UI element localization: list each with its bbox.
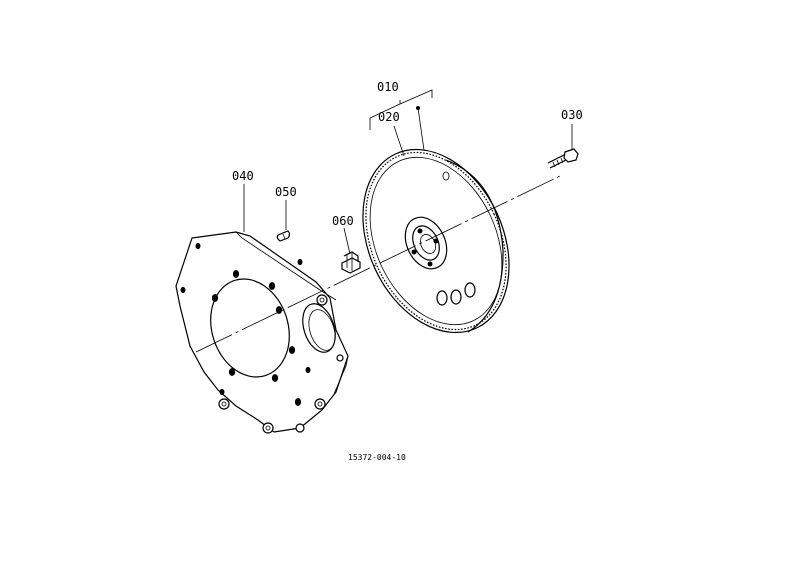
callout-030: 030: [561, 108, 583, 122]
callout-labels: 010 020 030 040 050 060: [232, 80, 583, 228]
assembly-axis: [195, 175, 561, 353]
dowel-pin: [276, 230, 291, 242]
flywheel-bolt: [547, 148, 579, 169]
callout-020: 020: [378, 110, 400, 124]
callout-060: 060: [332, 214, 354, 228]
callout-010: 010: [377, 80, 399, 94]
callout-050: 050: [275, 185, 297, 199]
callout-040: 040: [232, 169, 254, 183]
drawing-id: 15372-004-10: [348, 453, 406, 462]
housing-plate: [175, 231, 349, 434]
plate-bolt: [341, 251, 361, 274]
leader-lines: [243, 89, 573, 255]
flywheel: [362, 148, 510, 334]
